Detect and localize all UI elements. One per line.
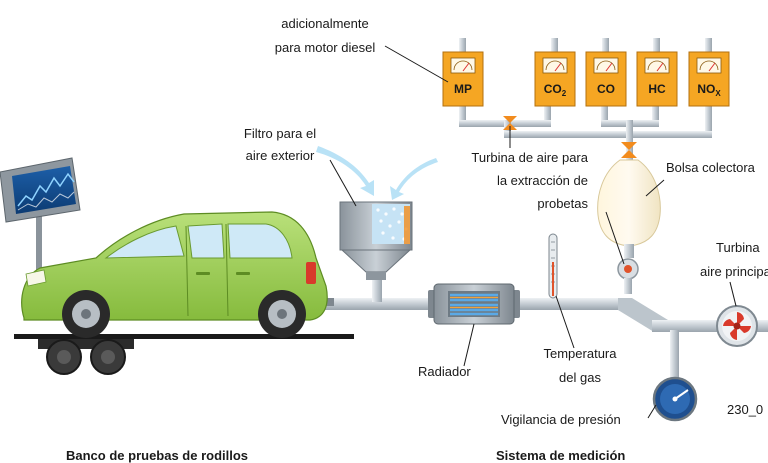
figure-code: 230_0 — [727, 402, 764, 417]
exhaust-pipe — [325, 280, 768, 378]
analyzer-box: CO — [585, 38, 627, 107]
analyzer-label: CO — [597, 82, 615, 96]
leader-lines — [329, 45, 737, 419]
extraction-turbine-label-line2: la extracción de — [496, 173, 588, 188]
main-turbine-icon — [716, 305, 758, 347]
analyzer-group: MP CO2 CO HC NOX — [442, 38, 730, 107]
analyzer-label: MP — [454, 82, 472, 96]
extraction-turbine-label-line1: Turbina de aire para — [471, 150, 588, 165]
airflow-arrows — [316, 146, 438, 200]
collector-bag — [597, 159, 661, 258]
diesel-note-line2: para motor diesel — [274, 40, 376, 55]
pressure-gauge-icon — [652, 376, 698, 422]
caption-left: Banco de pruebas de rodillos — [66, 448, 249, 463]
analyzer-label: CO2 — [544, 82, 567, 98]
main-turbine-label-line2: aire principal — [700, 264, 768, 279]
analyzer-box: CO2 — [534, 38, 576, 107]
radiator-label: Radiador — [418, 364, 471, 379]
filter-label-line1: Filtro para el — [243, 126, 317, 141]
roller-bench — [14, 334, 354, 375]
radiator — [428, 283, 520, 325]
main-turbine-label-line1: Turbina — [716, 240, 760, 255]
bag-valve — [621, 142, 637, 158]
extraction-turbine-icon — [617, 258, 639, 294]
pressure-monitor-label: Vigilancia de presión — [501, 412, 621, 427]
analyzer-box: NOX — [688, 38, 730, 107]
analyzer-label: HC — [648, 82, 666, 96]
diesel-note-line1: adicionalmente — [281, 16, 369, 31]
temperature-label-line1: Temperatura — [543, 346, 617, 361]
analyzer-box: HC — [636, 38, 678, 107]
thermometer-icon — [548, 233, 558, 299]
temperature-label-line2: del gas — [559, 370, 601, 385]
monitor — [0, 157, 81, 274]
analyzer-box: MP — [442, 38, 484, 107]
air-filter — [339, 201, 413, 280]
collector-bag-label: Bolsa colectora — [666, 160, 755, 175]
caption-right: Sistema de medición — [496, 448, 626, 463]
car — [21, 211, 334, 338]
extraction-turbine-label-line3: probetas — [537, 196, 588, 211]
filter-label-line2: aire exterior — [245, 148, 315, 163]
